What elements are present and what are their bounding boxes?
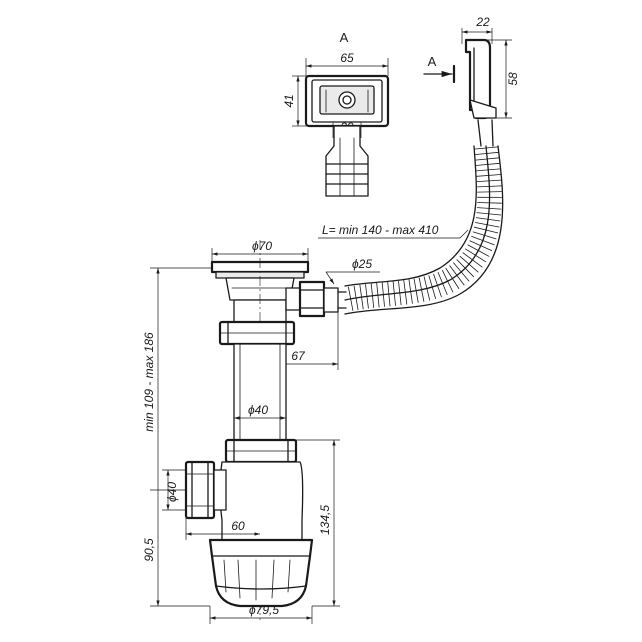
hose-rib [476,185,502,188]
hose-length-callout: L= min 140 - max 410 [318,223,469,239]
hose-rib [474,157,500,161]
hose-rib [449,265,465,286]
hose-rib [472,231,497,240]
dim-phi79-group: ϕ79,5 [209,603,313,624]
dim-60: 60 [231,519,245,533]
hose-rib [476,212,502,216]
hose-length-label: L= min 140 - max 410 [322,223,439,237]
dim-134-5: 134,5 [318,505,332,535]
hose-rib [476,179,502,183]
hose-rib [476,207,502,210]
hose-rib [398,280,402,306]
corrugated-overflow-hose [344,119,504,315]
dim-phi25: ϕ25 [352,257,372,271]
hose-rib [477,202,502,204]
left-height-dimensions: min 109 - max 186 90,5 [142,267,212,607]
view-a-title: A [340,30,349,45]
hose-rib [474,151,500,156]
hose-rib [418,277,425,302]
dim-58: 58 [506,72,520,86]
dim-phi40-side: ϕ40 [165,482,179,502]
bottle-trap-body: ϕ40 60 [162,460,304,541]
hose-rib [475,168,501,172]
hose-rib [359,284,364,310]
dim-22: 22 [475,15,490,29]
overflow-neck [325,125,369,197]
hose-rib [441,269,454,293]
dim-67: 67 [291,349,306,363]
hose-rib [462,252,483,268]
hose-rib [477,191,502,193]
hose-rib [469,240,493,252]
upper-pipe-nut [218,320,296,346]
hose-rib [445,267,460,290]
lower-pipe-nut [224,438,298,464]
hose-rib [467,244,490,257]
dim-134-5-group: 134,5 [296,439,340,607]
overflow-connection-nut: ϕ25 [285,257,380,318]
vertical-pipe: ϕ40 [233,343,287,441]
hose-corrugation-ribs [347,146,503,312]
dim-width-65: 65 [340,51,354,65]
hose-rib [381,282,385,307]
hose-rib [473,146,499,150]
hose-rib [476,174,502,177]
hose-rib [370,283,375,309]
trap-bottom-cup [208,538,314,608]
hose-rib [456,259,475,278]
overflow-cap: 22 58 [461,15,520,120]
hose-rib [392,281,396,306]
overflow-bolt-hole [338,91,356,109]
hose-rib [403,279,408,305]
dim-height-41: 41 [282,94,296,107]
hose-rib [428,275,437,300]
hose-rib [347,286,354,312]
dim-phi70: ϕ70 [252,239,272,253]
hose-rib [475,162,501,166]
hose-rib [453,262,470,282]
section-arrow-label: A [428,54,437,69]
hose-rib [459,255,479,273]
dim-phi79-5: ϕ79,5 [249,603,279,617]
hose-rib [473,226,499,234]
hose-rib [465,248,487,263]
hose-rib [433,273,442,298]
hose-rib [387,281,391,307]
drain-strainer: ϕ70 [210,239,310,620]
dim-90-5: 90,5 [142,538,156,562]
hose-rib [408,279,413,304]
hose-rib [437,271,448,296]
hose-rib [474,222,500,228]
section-arrow-a: A [423,54,456,84]
dim-height-range: min 109 - max 186 [142,332,156,432]
hose-rib [423,276,431,301]
hose-rib [365,283,369,309]
hose-rib [376,282,380,308]
hose-rib [353,285,359,311]
hose-rib [413,278,419,303]
view-a-overflow-detail: A 65 41 29 [282,30,390,197]
hose-rib [475,217,501,222]
dim-phi40-pipe: ϕ40 [248,403,268,417]
hose-rib [471,235,495,246]
